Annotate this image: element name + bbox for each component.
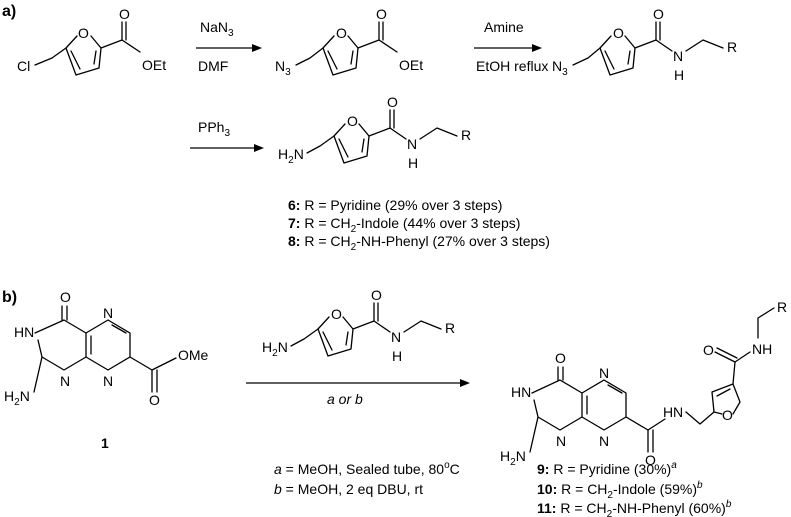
reagent-nan3: NaN3 (200, 19, 234, 39)
structure-azidomethyl-furanamide: N3 O O N H R (552, 6, 737, 83)
atom-ring-o-4: O (347, 113, 358, 129)
atom-n3-b: N3 (552, 58, 568, 78)
atom-n-left: N (60, 373, 70, 389)
structure-pterin-ester: O HN N H2N N N O OMe 1 (4, 289, 209, 451)
atom-amide-h: H (674, 67, 684, 83)
atom-ring-o: O (78, 25, 89, 41)
atom-ring-o-2: O (336, 25, 347, 41)
conditions-list: a = MeOH, Sealed tube, 80oC b = MeOH, 2 … (274, 460, 460, 497)
arrow-label-a-or-b: a or b (327, 391, 363, 407)
atom-cl: Cl (17, 58, 30, 74)
atom-r: R (727, 39, 737, 55)
atom-amide-nh-prod: H (663, 404, 673, 420)
condition-b: b = MeOH, 2 eq DBU, rt (274, 481, 423, 497)
atom-ring-o-3: O (613, 25, 624, 41)
atom-amide-n-4: N (407, 136, 417, 152)
panel-label-b: b) (2, 289, 17, 306)
condition-a: a = MeOH, Sealed tube, 80oC (274, 460, 460, 477)
products-list-b: 9: R = Pyridine (30%)a 10: R = CH2-Indol… (537, 460, 732, 517)
atom-n-bottom-prod: N (599, 433, 609, 449)
atom-ring-o-prod: O (722, 407, 733, 423)
atom-ester-o: O (149, 392, 160, 408)
structure-azidomethyl-furoate: N3 O O OEt (275, 6, 423, 78)
structure-amine-reagent: H2N O O N H R (262, 287, 455, 364)
atom-amide-h-4: H (408, 155, 418, 171)
structure-chloromethyl-furoate: Cl O O OEt (17, 6, 166, 76)
atom-hn-prod: HN (511, 384, 531, 400)
atom-hn: HN (14, 324, 34, 340)
atom-amide-o-prod: O (645, 452, 656, 468)
product-9: 9: R = Pyridine (30%)a (537, 460, 677, 477)
atom-carbonyl-o-4: O (387, 94, 398, 110)
atom-h2n-c: H2N (262, 339, 288, 359)
structure-aminomethyl-furanamide: H2N O O N H R (278, 94, 471, 171)
atom-carbonyl-o-3: O (653, 6, 664, 22)
atom-n-top: N (103, 305, 113, 321)
structure-pterin-furanamide-product: O HN N H2N N N O H N O O NH R (500, 299, 787, 468)
reaction-arrow-b: a or b (246, 379, 470, 407)
solvent-dmf: DMF (198, 58, 228, 74)
atom-amide-n-prod: N (673, 404, 683, 420)
atom-r-5: R (445, 320, 455, 336)
atom-carbonyl-o-5: O (371, 287, 382, 303)
atom-carbonyl-o-2: O (376, 6, 387, 22)
atom-carbonyl-o-fur: O (703, 342, 714, 358)
atom-n-bottom: N (103, 373, 113, 389)
atom-ring-o-5: O (331, 306, 342, 322)
product-8: 8: R = CH2-NH-Phenyl (27% over 3 steps) (288, 233, 550, 253)
panel-label-a: a) (2, 3, 16, 20)
product-10: 10: R = CH2-Indole (59%)b (537, 480, 703, 501)
atom-amide-n-5: N (391, 329, 401, 345)
atom-ome: OMe (178, 347, 209, 363)
atom-r-4: R (461, 127, 471, 143)
conditions-etoh-reflux: EtOH reflux (476, 58, 548, 74)
atom-carbonyl-o-pterin: O (60, 289, 71, 305)
atom-h2n: H2N (278, 146, 304, 166)
atom-oet: OEt (142, 57, 166, 73)
atom-h2n-prod: H2N (500, 448, 526, 468)
atom-r-prod: R (777, 299, 787, 315)
atom-carbonyl-o-prod: O (555, 350, 566, 366)
atom-nh-fur: NH (752, 341, 772, 357)
reagent-pph3: PPh3 (198, 119, 230, 139)
atom-oet-2: OEt (399, 57, 423, 73)
compound-label-1: 1 (101, 435, 109, 451)
products-list-a: 6: R = Pyridine (29% over 3 steps) 7: R … (288, 197, 550, 253)
reaction-arrow-3: PPh3 (190, 119, 264, 152)
product-7: 7: R = CH2-Indole (44% over 3 steps) (288, 215, 520, 235)
reaction-arrow-1: NaN3 DMF (196, 19, 262, 74)
reagent-amine: Amine (484, 19, 524, 35)
atom-n-top-prod: N (599, 365, 609, 381)
product-11: 11: R = CH2-NH-Phenyl (60%)b (537, 499, 732, 517)
product-6: 6: R = Pyridine (29% over 3 steps) (288, 197, 502, 213)
atom-amide-h-5: H (392, 348, 402, 364)
reaction-arrow-2: Amine EtOH reflux (474, 19, 548, 74)
atom-h2n-b: H2N (4, 388, 30, 408)
atom-n3: N3 (275, 58, 291, 78)
atom-n-left-prod: N (556, 433, 566, 449)
atom-carbonyl-o: O (119, 6, 130, 22)
atom-amide-n: N (673, 48, 683, 64)
